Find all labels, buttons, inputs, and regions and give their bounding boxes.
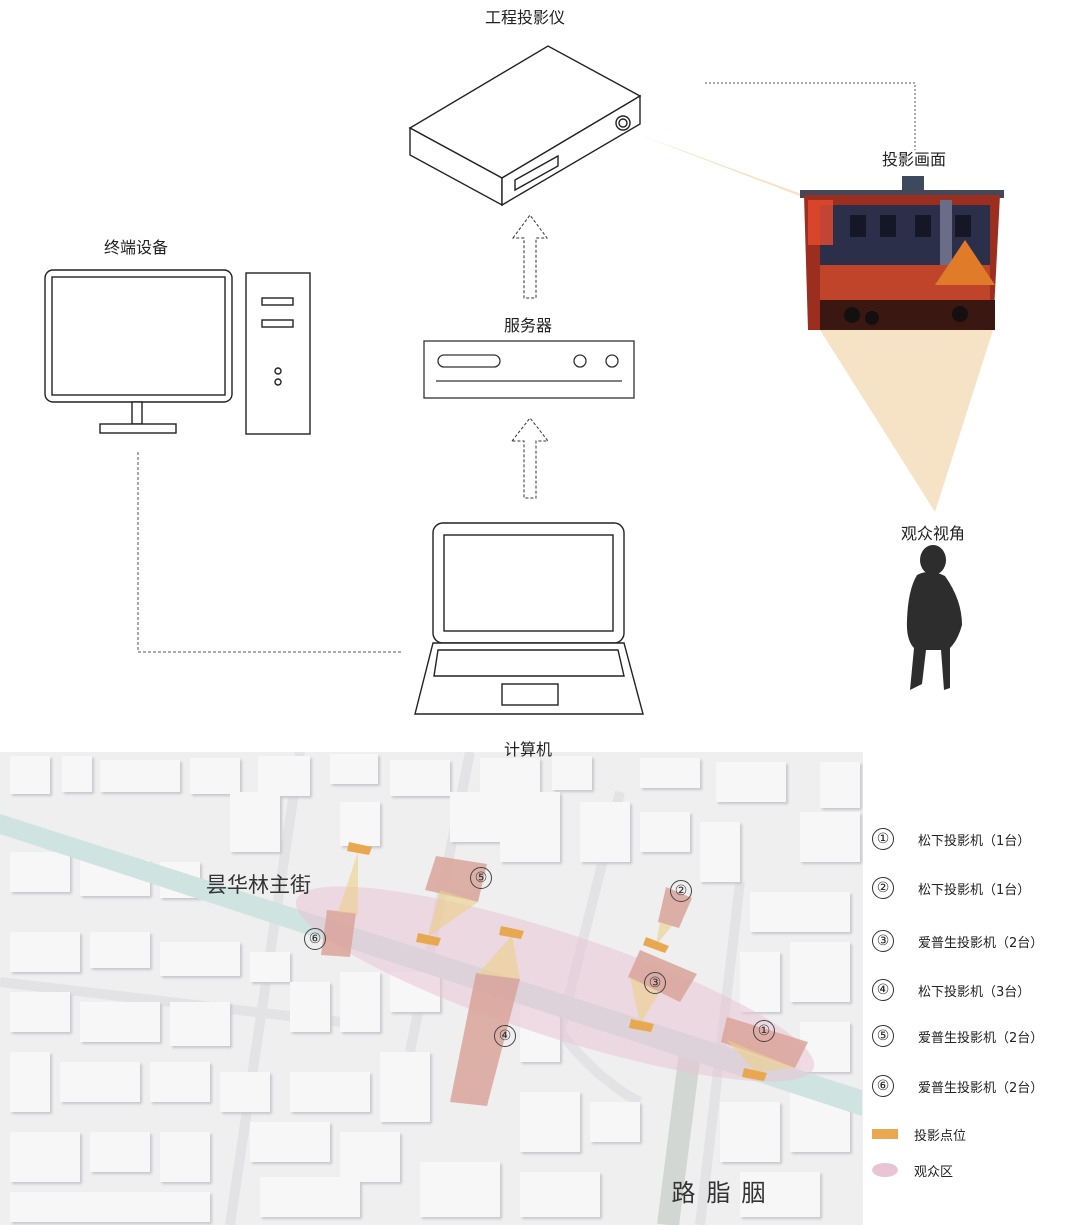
arrow-computer-server [510,417,550,499]
terminal-tower-icon [245,272,311,435]
legend-point-label: 投影点位 [914,1128,967,1144]
laptop-icon [414,522,644,715]
legend-text-6: 爱普生投影机（2台） [918,1080,1044,1096]
map-marker-5: ⑤ [470,867,492,889]
legend-item-1: ① 松下投影机（1台） [872,826,1030,852]
projector-screen-link [705,82,916,150]
audience-zone-swatch [872,1163,898,1177]
legend-text-5: 爱普生投影机（2台） [918,1030,1044,1046]
projector-point-swatch [872,1129,898,1139]
map-marker-6: ⑥ [304,928,326,950]
legend-text-1: 松下投影机（1台） [918,833,1031,849]
terminal-computer-link [137,452,402,653]
legend-audience-label: 观众区 [914,1164,954,1180]
legend-item-4: ④ 松下投影机（3台） [872,977,1030,1003]
legend-text-2: 松下投影机（1台） [918,882,1031,898]
screen-label: 投影画面 [882,150,947,169]
legend-num-4: ④ [872,979,894,1001]
equipment-diagram [44,45,1004,715]
projector-points [347,842,767,1081]
map-drawing [0,752,862,1225]
legend-num-1: ① [872,828,894,850]
terminal-label: 终端设备 [104,238,169,257]
street-name: 昙华林主街 [206,873,311,897]
projector-label: 工程投影仪 [485,8,566,27]
map-marker-2: ② [670,880,692,902]
legend-point: 投影点位 [872,1121,966,1147]
arrow-server-projector [512,214,548,299]
yanzhi-road [657,1050,701,1225]
legend-item-6: ⑥ 爱普生投影机（2台） [872,1073,1043,1099]
viewer-label: 观众视角 [901,524,966,543]
legend-num-6: ⑥ [872,1075,894,1097]
site-map: 昙华林主街 胭脂路 ① ② ③ ④ ⑤ ⑥ [0,752,863,1225]
legend-num-5: ⑤ [872,1025,894,1047]
projector-icon [408,45,642,207]
server-label: 服务器 [504,316,553,335]
legend-item-3: ③ 爱普生投影机（2台） [872,928,1043,954]
legend-num-3: ③ [872,930,894,952]
viewer-silhouette [906,545,962,690]
map-beams [338,852,795,1072]
terminal-monitor-icon [44,269,233,434]
projection-screen-image [800,176,1004,330]
map-marker-3: ③ [644,972,666,994]
map-marker-4: ④ [494,1025,516,1047]
legend-num-2: ② [872,877,894,899]
legend-text-4: 松下投影机（3台） [918,984,1031,1000]
map-marker-1: ① [753,1020,775,1042]
server-icon [423,340,635,399]
legend-audience: 观众区 [872,1157,953,1183]
legend-text-3: 爱普生投影机（2台） [918,935,1044,951]
legend-item-2: ② 松下投影机（1台） [872,875,1030,901]
legend-item-5: ⑤ 爱普生投影机（2台） [872,1023,1043,1049]
road-name: 胭脂路 [667,1180,765,1210]
computer-label: 计算机 [504,740,553,759]
